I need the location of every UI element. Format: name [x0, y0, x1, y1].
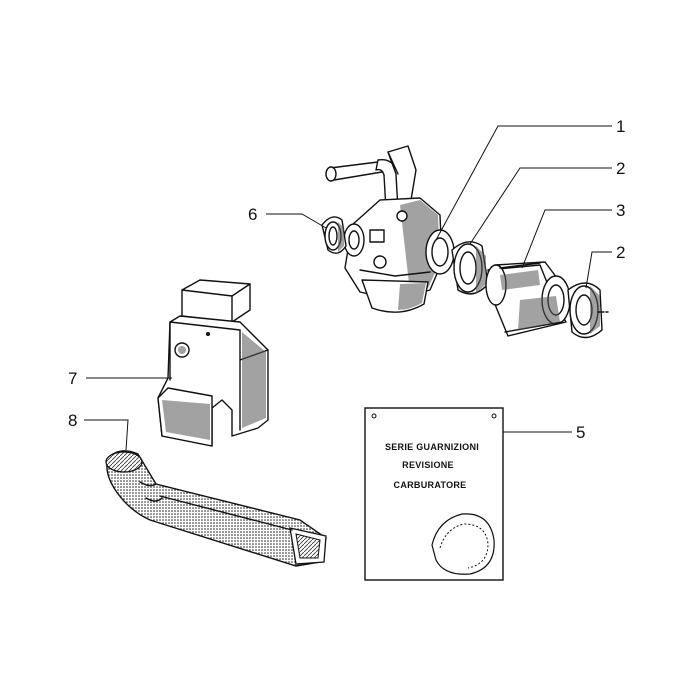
gasket-kit-line2: REVISIONE [402, 460, 454, 470]
leader-lines [84, 125, 612, 451]
callout-6: 6 [248, 205, 257, 224]
gasket-kit-line3: CARBURATORE [394, 480, 467, 490]
callout-1: 1 [616, 117, 625, 136]
callout-8: 8 [68, 411, 77, 430]
gasket-kit-line1: SERIE GUARNIZIONI [385, 442, 479, 452]
carburetor-part [325, 145, 455, 313]
clamp-small-part [321, 216, 347, 254]
intake-hose-part [105, 450, 327, 567]
callout-7: 7 [68, 369, 77, 388]
callout-5: 5 [576, 423, 585, 442]
callout-2-middle: 2 [616, 159, 625, 178]
intake-sleeve-part [485, 261, 573, 337]
spacer-block-part [157, 279, 269, 447]
gasket-kit-part: SERIE GUARNIZIONI REVISIONE CARBURATORE [364, 407, 504, 581]
callout-labels: 1 2 3 2 6 7 8 5 [68, 117, 625, 442]
callout-2-right: 2 [616, 243, 625, 262]
clamp-right-part [567, 282, 609, 339]
callout-3: 3 [616, 201, 625, 220]
clamp-middle-part [451, 241, 489, 295]
